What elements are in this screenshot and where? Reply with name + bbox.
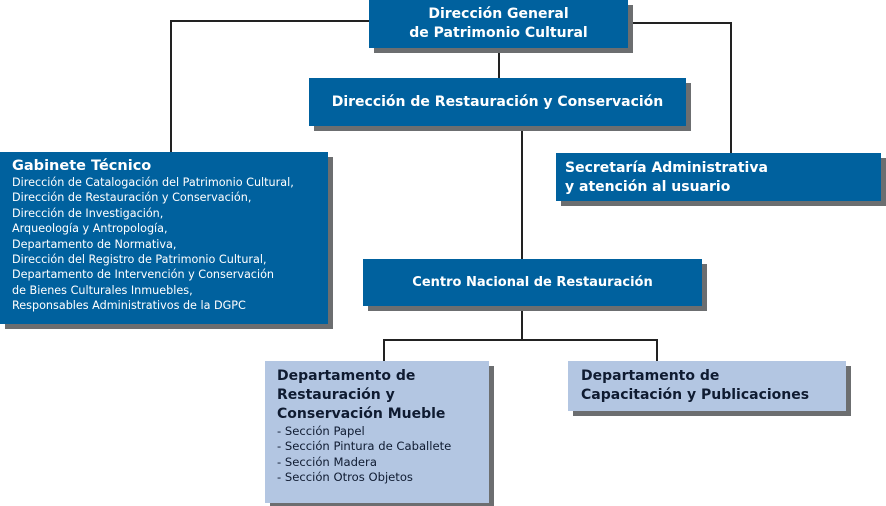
- gabinete-tecnico-item: Arqueología y Antropología,: [12, 222, 168, 236]
- gabinete-tecnico-item: Departamento de Normativa,: [12, 237, 177, 251]
- gabinete-tecnico-box: Gabinete Técnico Dirección de Catalogaci…: [0, 152, 328, 324]
- connector-top-left-vertical: [170, 20, 172, 152]
- secretaria-line2: y atención al usuario: [565, 179, 731, 195]
- gabinete-tecnico-item: Dirección del Registro de Patrimonio Cul…: [12, 253, 267, 267]
- dept-restauracion-mueble-box: Departamento de Restauración y Conservac…: [265, 361, 489, 503]
- connector-centro-down: [521, 306, 523, 340]
- connector-top-right-vertical: [730, 22, 732, 154]
- direccion-general-box: Dirección General de Patrimonio Cultural: [369, 0, 628, 48]
- connector-top-left-horizontal: [170, 20, 370, 22]
- gabinete-tecnico-title: Gabinete Técnico: [12, 158, 152, 174]
- connector-departments-horizontal: [383, 339, 658, 341]
- connector-top-right-horizontal: [628, 22, 732, 24]
- gabinete-tecnico-item: Departamento de Intervención y Conservac…: [12, 268, 275, 282]
- connector-dept-capacitacion: [656, 339, 658, 361]
- gabinete-tecnico-item: Responsables Administrativos de la DGPC: [12, 299, 246, 313]
- direccion-restauracion-label: Dirección de Restauración y Conservación: [331, 93, 664, 110]
- connector-restauracion-to-centro: [521, 126, 523, 260]
- connector-dept-mueble: [383, 339, 385, 361]
- dept-capacitacion-box: Departamento de Capacitación y Publicaci…: [568, 361, 846, 411]
- centro-nacional-box: Centro Nacional de Restauración: [363, 259, 702, 306]
- dept-mueble-item: - Sección Otros Objetos: [277, 470, 413, 485]
- centro-nacional-label: Centro Nacional de Restauración: [412, 274, 653, 290]
- dept-mueble-line2: Restauración y: [277, 387, 395, 403]
- gabinete-tecnico-item: de Bienes Culturales Inmuebles,: [12, 283, 193, 297]
- secretaria-administrativa-box: Secretaría Administrativa y atención al …: [556, 153, 881, 201]
- dept-mueble-item: - Sección Papel: [277, 424, 365, 438]
- dept-capacitacion-line1: Departamento de: [581, 368, 720, 384]
- connector-top-to-restauracion: [498, 48, 500, 78]
- direccion-general-line1: Dirección General: [428, 6, 569, 22]
- secretaria-line1: Secretaría Administrativa: [565, 160, 768, 176]
- gabinete-tecnico-item: Dirección de Restauración y Conservación…: [12, 191, 252, 205]
- dept-mueble-line1: Departamento de: [277, 368, 416, 384]
- dept-capacitacion-line2: Capacitación y Publicaciones: [581, 387, 810, 403]
- gabinete-tecnico-item: Dirección de Catalogación del Patrimonio…: [12, 176, 294, 189]
- dept-mueble-item: - Sección Pintura de Caballete: [277, 439, 452, 454]
- direccion-general-line2: de Patrimonio Cultural: [409, 25, 588, 41]
- gabinete-tecnico-item: Dirección de Investigación,: [12, 206, 164, 220]
- direccion-restauracion-box: Dirección de Restauración y Conservación: [309, 78, 686, 126]
- dept-mueble-item: - Sección Madera: [277, 454, 377, 469]
- dept-mueble-line3: Conservación Mueble: [277, 406, 446, 422]
